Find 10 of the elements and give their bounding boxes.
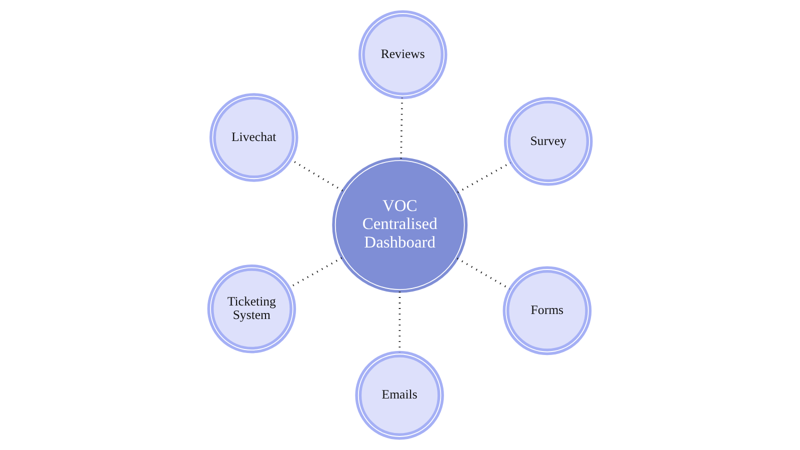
node-circle: Forms	[502, 266, 592, 356]
node-circle: Reviews	[358, 10, 448, 100]
connector	[400, 98, 404, 159]
connector	[457, 162, 511, 194]
node-circle: Emails	[355, 350, 444, 440]
node-circle: Ticketing System	[207, 264, 296, 354]
node-circle: Survey	[504, 97, 593, 186]
node-circle: VOC Centralised Dashboard	[332, 157, 468, 293]
node-circle: Livechat	[209, 93, 298, 182]
connector	[456, 258, 510, 290]
